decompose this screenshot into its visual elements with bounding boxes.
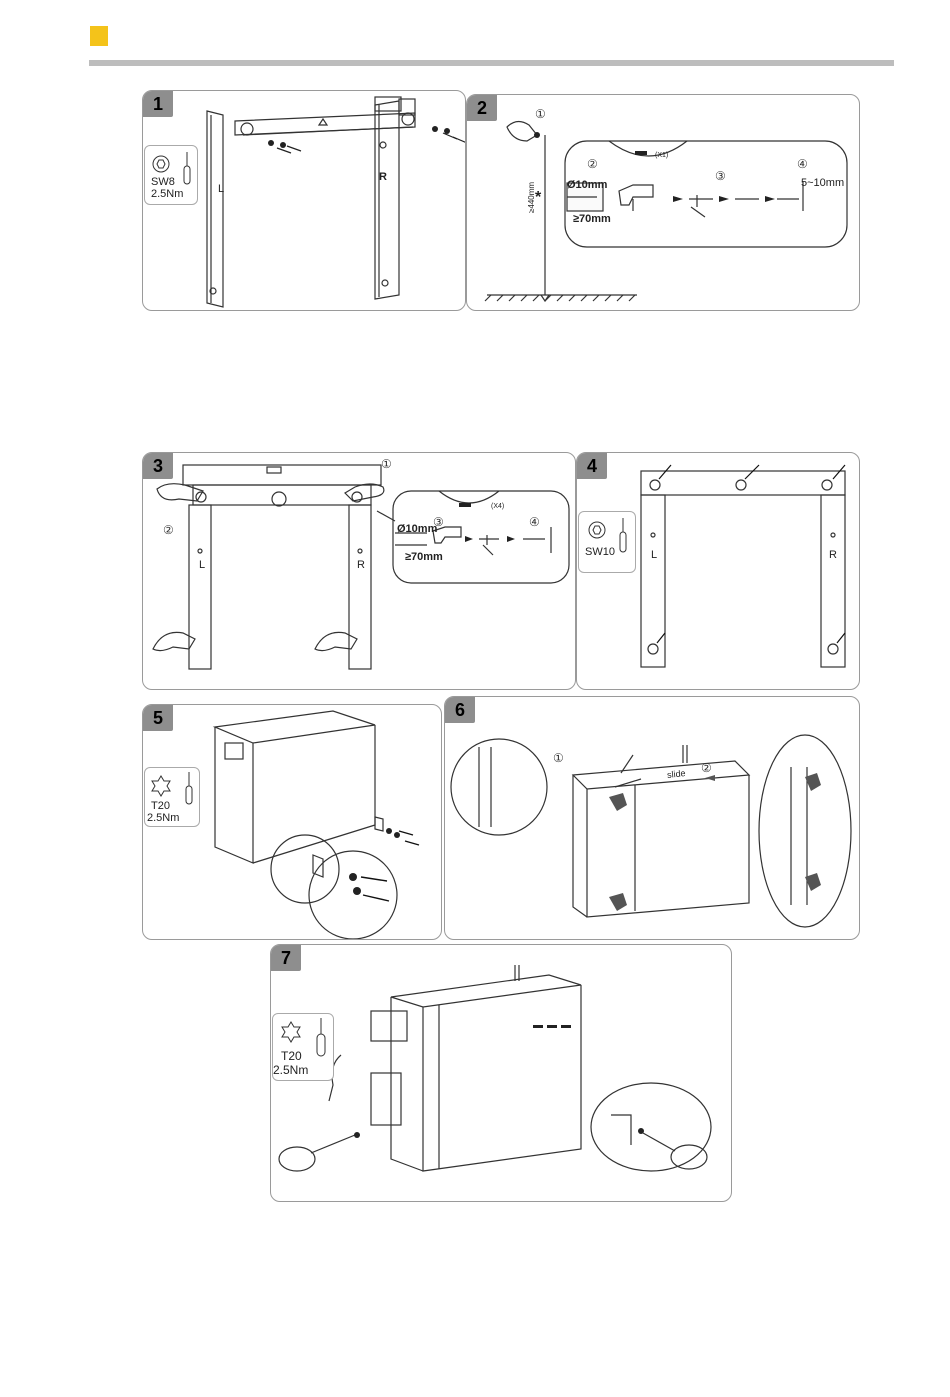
- step-7-number: 7: [271, 945, 301, 971]
- step-2-number: 2: [467, 95, 497, 121]
- step-5-panel: 5 T20 2.5Nm: [142, 704, 442, 940]
- step-3-marker-4: ④: [529, 515, 540, 529]
- step-3-diameter: Ø10mm: [397, 523, 437, 535]
- step-3-depth: ≥70mm: [405, 551, 443, 563]
- step-2-depth: ≥70mm: [573, 213, 611, 225]
- step-2-qty: (X1): [655, 152, 668, 159]
- step-2-marker-3: ③: [715, 169, 726, 183]
- step-7-tool-torque: 2.5Nm: [273, 1064, 308, 1076]
- step-2-marker-2: ②: [587, 157, 598, 171]
- step-3-right-label: R: [357, 559, 365, 571]
- step-3-qty: (X4): [491, 503, 504, 510]
- header-rule: [89, 60, 894, 66]
- step-1-left-label: L: [218, 183, 224, 195]
- step-4-toolbox: SW10: [578, 511, 636, 573]
- step-1-panel: 1 SW8 2.5Nm L R: [142, 90, 466, 311]
- step-2-marker-4: ④: [797, 157, 808, 171]
- step-6-panel: 6 ① ② slide: [444, 696, 860, 940]
- step-6-illustration: [445, 697, 859, 939]
- step-5-tool-torque: 2.5Nm: [147, 812, 179, 824]
- step-6-number: 6: [445, 697, 475, 723]
- step-6-slide-text: slide: [667, 768, 686, 780]
- header-accent-square: [90, 26, 108, 46]
- step-2-panel: 2 ① ② ③ ④ Ø10mm ≥70mm (X1) ≥440mm * 5~10…: [466, 94, 860, 311]
- torx-icon: [282, 1022, 300, 1042]
- step-4-number: 4: [577, 453, 607, 479]
- step-1-number: 1: [143, 91, 173, 117]
- step-3-marker-2: ②: [163, 523, 174, 537]
- step-2-gap: 5~10mm: [801, 177, 844, 189]
- step-2-marker-1: ①: [535, 107, 546, 121]
- step-4-right-label: R: [829, 549, 837, 561]
- screwdriver-icon: [317, 1018, 325, 1056]
- step-5-toolbox: T20 2.5Nm: [144, 767, 200, 827]
- screwdriver-icon: [184, 152, 190, 184]
- hex-socket-icon: [153, 156, 169, 172]
- screwdriver-icon: [186, 772, 192, 804]
- step-7-toolbox: T20 2.5Nm: [272, 1013, 334, 1081]
- step-7-tool-name: T20: [281, 1050, 302, 1062]
- step-1-tool-name: SW8: [151, 176, 175, 188]
- step-1-toolbox: SW8 2.5Nm: [144, 145, 198, 205]
- step-5-tool-name: T20: [151, 800, 170, 812]
- step-4-panel: 4 SW10 L R: [576, 452, 860, 690]
- step-1-right-label: R: [379, 171, 387, 183]
- step-2-diameter: Ø10mm: [567, 179, 607, 191]
- step-7-panel: 7 T20 2.5Nm: [270, 944, 732, 1202]
- hex-socket-icon: [589, 522, 605, 538]
- step-4-tool-name: SW10: [585, 546, 615, 558]
- screwdriver-icon: [620, 518, 626, 552]
- step-3-marker-1: ①: [381, 457, 392, 471]
- step-2-illustration: [467, 95, 859, 310]
- step-6-marker-2: ②: [701, 761, 712, 775]
- step-1-tool-torque: 2.5Nm: [151, 188, 183, 200]
- step-7-illustration: [271, 945, 731, 1201]
- step-3-illustration: [143, 453, 575, 689]
- step-2-asterisk: *: [535, 189, 541, 207]
- step-3-panel: 3 ① ② ③ ④ Ø10mm ≥70mm (X4) L R: [142, 452, 576, 690]
- step-3-number: 3: [143, 453, 173, 479]
- step-5-number: 5: [143, 705, 173, 731]
- step-6-marker-1: ①: [553, 751, 564, 765]
- torx-icon: [152, 776, 170, 796]
- step-4-left-label: L: [651, 549, 657, 561]
- step-3-left-label: L: [199, 559, 205, 571]
